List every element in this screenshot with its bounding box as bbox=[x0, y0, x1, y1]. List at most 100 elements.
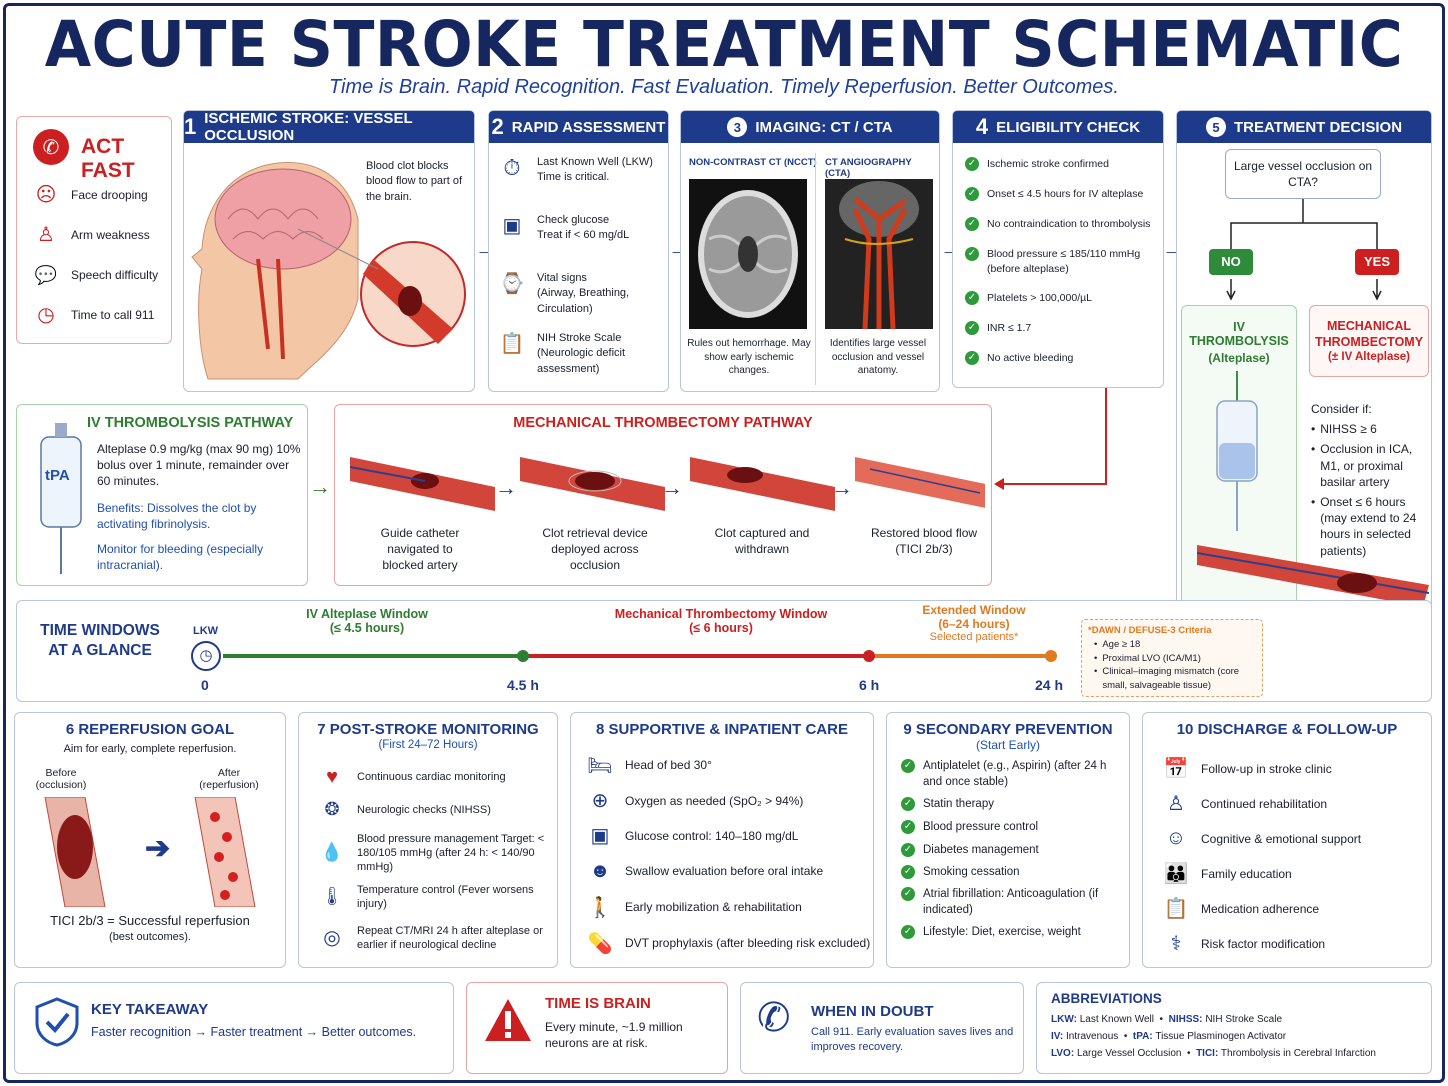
prevention-item: Diabetes management bbox=[923, 844, 1039, 856]
check-icon: ✓ bbox=[901, 865, 915, 879]
abbr-value: Last Known Well bbox=[1079, 1014, 1154, 1025]
prevention-item: Lifestyle: Diet, exercise, weight bbox=[923, 926, 1081, 938]
prevention-item: Atrial fibrillation: Anticoagulation (if… bbox=[923, 888, 1099, 916]
yes-badge: YES bbox=[1355, 249, 1399, 275]
heart-monitor-icon: ♥ bbox=[326, 766, 338, 788]
discharge-item: Risk factor modification bbox=[1201, 936, 1326, 951]
mt-window-range: (≤ 6 hours) bbox=[689, 621, 753, 635]
arm-icon: ♙ bbox=[37, 223, 55, 246]
ncct-caption: Rules out hemorrhage. May show early isc… bbox=[687, 338, 811, 376]
abbr-value: Thrombolysis in Cerebral Infarction bbox=[1220, 1048, 1376, 1059]
mt-pathway-panel: MECHANICAL THROMBECTOMY PATHWAY → → → Gu… bbox=[334, 404, 992, 586]
mt-window-label: Mechanical Thrombectomy Window bbox=[614, 607, 828, 621]
mt-step: Guide catheter navigated to blocked arte… bbox=[380, 526, 460, 573]
artery-catheter-illustration bbox=[1197, 545, 1429, 607]
clipboard-icon: 📋 bbox=[499, 333, 525, 355]
act-fast-title: ACT FAST bbox=[81, 135, 135, 182]
ext-window-note: Selected patients* bbox=[929, 631, 1019, 643]
s7-panel: 7 POST-STROKE MONITORING (First 24–72 Ho… bbox=[298, 712, 558, 968]
act-fast-item: Arm weakness bbox=[71, 227, 150, 242]
ncct-label: NON-CONTRAST CT (NCCT) bbox=[689, 157, 817, 168]
s9-panel: 9 SECONDARY PREVENTION (Start Early) ✓An… bbox=[886, 712, 1130, 968]
dawn-item: Proximal LVO (ICA/M1) bbox=[1102, 652, 1201, 664]
discharge-item: Follow-up in stroke clinic bbox=[1201, 761, 1332, 776]
s9-subtitle: (Start Early) bbox=[975, 738, 1040, 752]
prevention-item: Statin therapy bbox=[923, 798, 994, 810]
care-item: Head of bed 30° bbox=[625, 758, 712, 772]
abbr-key: NIHSS: bbox=[1168, 1014, 1203, 1025]
consider-item: Occlusion in ICA, M1, or proximal basila… bbox=[1320, 442, 1413, 489]
blood-drop-icon: 💧 bbox=[320, 842, 344, 863]
when-in-doubt-panel: ✆ WHEN IN DOUBT Call 911. Early evaluati… bbox=[740, 982, 1024, 1074]
step-number: 2 bbox=[491, 114, 504, 139]
check-icon: ✓ bbox=[965, 321, 979, 335]
step1-caption: Blood clot blocks blood flow to part of … bbox=[366, 160, 463, 203]
care-item: Swallow evaluation before oral intake bbox=[625, 864, 824, 878]
care-item: Early mobilization & rehabilitation bbox=[625, 900, 802, 914]
eligibility-item: Onset ≤ 4.5 hours for IV alteplase bbox=[987, 188, 1144, 200]
mt-step: Clot captured and withdrawn bbox=[714, 526, 810, 557]
step-title: TREATMENT DECISION bbox=[1233, 118, 1403, 136]
monitoring-item: Blood pressure management Target: < 180/… bbox=[357, 832, 545, 874]
swallow-icon: ☻ bbox=[589, 859, 611, 882]
brain-icon: ❂ bbox=[324, 799, 340, 820]
page-frame bbox=[3, 3, 1445, 1083]
stethoscope-icon: ⚕ bbox=[1170, 933, 1182, 955]
prevention-item: Antiplatelet (e.g., Aspirin) (after 24 h… bbox=[923, 760, 1107, 788]
step-title: IMAGING: CT / CTA bbox=[755, 118, 893, 136]
check-icon: ✓ bbox=[901, 797, 915, 811]
face-icon: ☹ bbox=[35, 183, 57, 206]
cta-caption: Identifies large vessel occlusion and ve… bbox=[829, 338, 927, 376]
s6-tici-note: (best outcomes). bbox=[109, 931, 191, 943]
s10-panel: 10 DISCHARGE & FOLLOW-UP 📅Follow-up in s… bbox=[1142, 712, 1432, 968]
tick-4-5h: 4.5 h bbox=[507, 677, 539, 693]
abbr-key: IV: bbox=[1051, 1031, 1064, 1042]
assessment-text: Time is critical. bbox=[537, 171, 610, 184]
thermometer-icon: 🌡 bbox=[320, 886, 344, 907]
iv-window-label: IV Alteplase Window bbox=[306, 607, 428, 621]
step-title: ELIGIBILITY CHECK bbox=[996, 118, 1141, 136]
shield-check-icon bbox=[35, 997, 79, 1047]
mt-subtitle: (± IV Alteplase) bbox=[1328, 350, 1410, 363]
check-icon: ✓ bbox=[965, 217, 979, 231]
abbr-key: LKW: bbox=[1051, 1014, 1077, 1025]
discharge-item: Cognitive & emotional support bbox=[1201, 831, 1362, 846]
check-icon: ✓ bbox=[965, 187, 979, 201]
assessment-text: Treat if < 60 mg/dL bbox=[537, 229, 630, 242]
act-fast-item: Time to call 911 bbox=[71, 307, 155, 322]
key-takeaway-panel: KEY TAKEAWAY Faster recognition → Faster… bbox=[14, 982, 454, 1074]
cta-label: CT ANGIOGRAPHY (CTA) bbox=[825, 157, 912, 179]
page-title: ACUTE STROKE TREATMENT SCHEMATIC bbox=[44, 8, 1404, 82]
mechanical-thrombectomy-box: MECHANICAL THROMBECTOMY (± IV Alteplase) bbox=[1309, 305, 1429, 377]
glucometer-icon: ▣ bbox=[590, 825, 610, 847]
assessment-title: Last Known Well (LKW) bbox=[537, 156, 653, 168]
doubt-title: WHEN IN DOUBT bbox=[811, 1003, 934, 1020]
thrombectomy-steps-illustration bbox=[349, 457, 985, 511]
s6-before: Before (occlusion) bbox=[35, 767, 87, 791]
mt-pathway-title: MECHANICAL THROMBECTOMY PATHWAY bbox=[513, 415, 813, 431]
tick-6h: 6 h bbox=[859, 677, 880, 693]
consider-label: Consider if: bbox=[1311, 402, 1372, 416]
head-icon: ☺ bbox=[1165, 827, 1187, 849]
iv-monitor: Monitor for bleeding (especially intracr… bbox=[97, 542, 264, 573]
lkw-clock-icon: ◷ bbox=[191, 641, 221, 671]
assessment-text: (Neurologic deficit assessment) bbox=[537, 347, 626, 375]
walking-icon: 🚶 bbox=[587, 896, 613, 919]
eligibility-item: Platelets > 100,000/µL bbox=[987, 292, 1092, 304]
iv-pathway-panel: IV THROMBOLYSIS PATHWAY tPA Alteplase 0.… bbox=[16, 404, 308, 586]
iv-benefits: Benefits: Dissolves the clot by activati… bbox=[97, 501, 257, 532]
abbr-value: NIH Stroke Scale bbox=[1205, 1014, 1283, 1025]
assessment-title: Vital signs bbox=[537, 272, 587, 284]
person-icon: ♙ bbox=[1167, 793, 1185, 815]
arrow-right-icon: → bbox=[831, 475, 853, 500]
consider-item: NIHSS ≥ 6 bbox=[1320, 422, 1377, 437]
speech-icon: 💬 bbox=[34, 264, 58, 285]
tpa-label: tPA bbox=[45, 467, 70, 484]
mt-step: Restored blood flow (TICI 2b/3) bbox=[870, 526, 978, 557]
red-connector-arrow bbox=[994, 388, 1107, 490]
eligibility-item: No active bleeding bbox=[987, 352, 1074, 364]
monitoring-item: Temperature control (Fever worsens injur… bbox=[357, 883, 534, 910]
